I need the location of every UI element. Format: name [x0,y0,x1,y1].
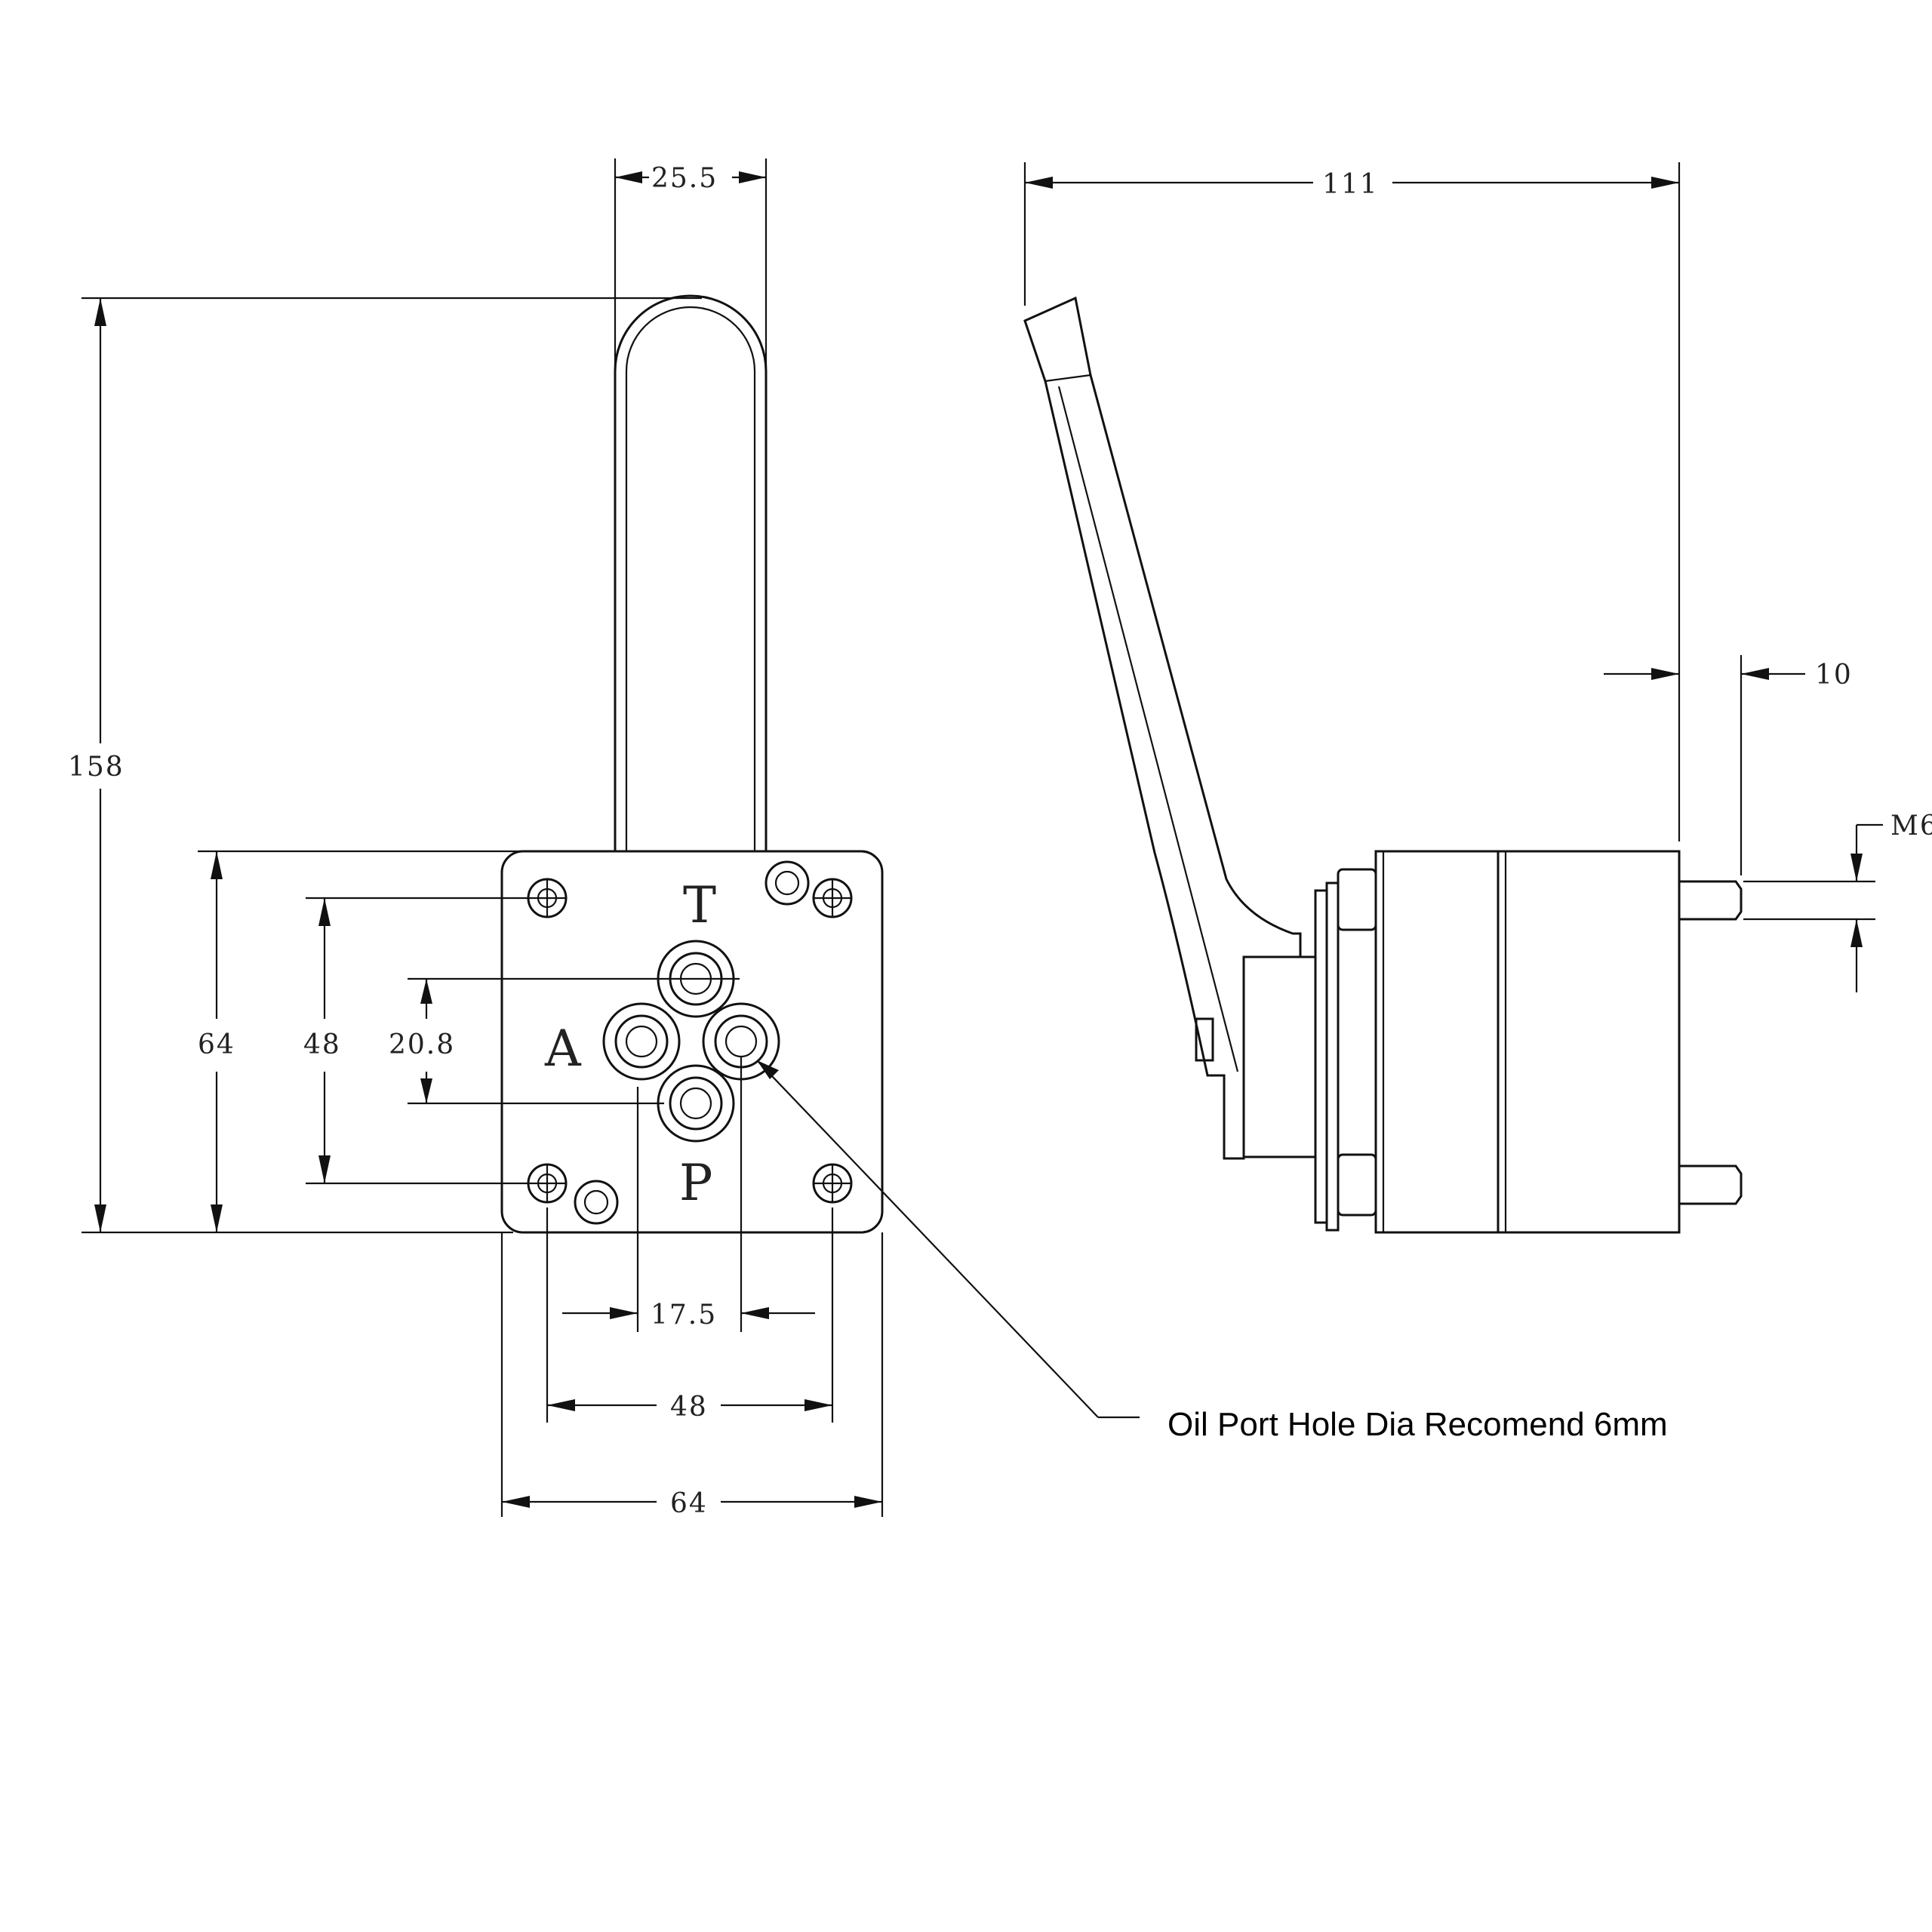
bolt-hole-top-left [527,878,568,918]
note-leader [756,1060,1140,1419]
locating-pins [574,860,810,1225]
dim-thread: M6 [1743,811,1932,992]
dim-side-length: 111 [1023,162,1681,841]
oil-port-a [602,1002,681,1081]
dim-total-height: 158 [68,297,702,1234]
dim-handle-width: 25.5 [614,158,768,371]
dim-label-handle-width: 25.5 [651,163,718,194]
dim-port-spacing-vertical: 20.8 [389,977,740,1105]
bolt-holes [527,878,853,1204]
side-body [1242,850,1681,1234]
dim-plate-width: 64 [500,1232,884,1519]
port-label-t: T [683,876,716,934]
bolt-hole-bottom-right [812,1163,853,1204]
dim-label-total-height: 158 [68,752,125,783]
dim-label-thread: M6 [1890,811,1932,841]
oil-port-p [657,1064,735,1143]
dim-label-plate-width: 64 [670,1488,708,1519]
dim-label-stud-length: 10 [1815,660,1853,691]
front-handle [614,294,768,851]
dim-label-port-spacing-horizontal: 17.5 [651,1300,717,1331]
dim-stud-length: 10 [1604,655,1853,875]
side-view: 111 10 M6 [1023,162,1932,1234]
dim-label-plate-height: 64 [198,1029,235,1060]
dim-label-side-length: 111 [1322,169,1379,200]
dim-bolt-pitch-horizontal: 48 [546,1208,834,1423]
bolt-hole-top-right [812,878,853,918]
dim-plate-height: 64 [198,850,521,1232]
front-plate [500,850,884,1234]
oil-port-note: Oil Port Hole Dia Recomend 6mm [1168,1406,1668,1443]
dim-label-port-spacing-vertical: 20.8 [389,1029,455,1060]
side-studs [1679,880,1743,1205]
oil-ports [602,940,780,1143]
port-label-a: A [544,1020,582,1078]
port-label-p: P [679,1154,712,1212]
dim-port-spacing-horizontal: 17.5 [562,1057,815,1332]
dim-label-bolt-pitch-horizontal: 48 [670,1392,708,1423]
dim-bolt-pitch-vertical: 48 [303,897,528,1185]
side-lever [1023,296,1302,1160]
dim-label-bolt-pitch-vertical: 48 [303,1029,341,1060]
bolt-hole-bottom-left [527,1163,568,1204]
front-view: T A P 25.5 158 [68,158,1668,1519]
